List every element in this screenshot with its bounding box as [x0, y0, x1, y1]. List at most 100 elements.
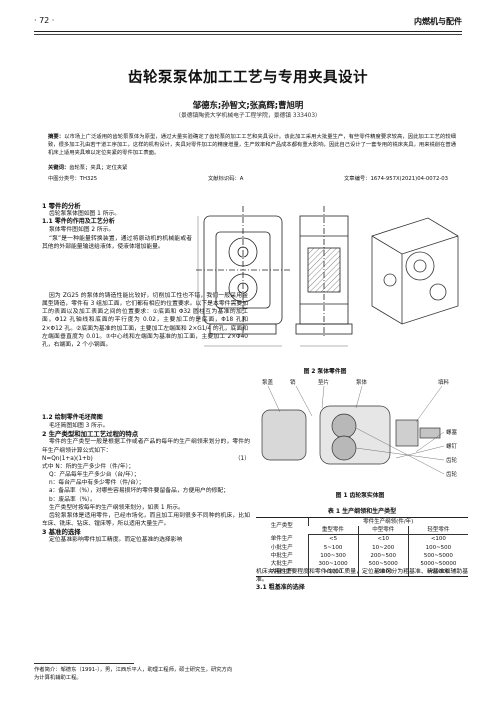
part-shaft-end: [419, 427, 441, 439]
header-rule-thin: [34, 34, 462, 35]
cell-medium: <10: [357, 534, 409, 544]
abstract-text: 以市场上广泛适用的齿轮泵泵体为原型，通过大量实验确定了齿轮泵的加工工艺和夹具设计…: [48, 134, 456, 157]
col-production-type: 生产类型: [256, 516, 308, 535]
cell-type: 小批生产: [270, 544, 293, 551]
paragraph-table-ref: 生产类型时按每年的生产纲领来划分，如表 1 所示。: [48, 504, 184, 511]
table-row: 大批生产 300~1000 500~5000 5000~50000: [256, 560, 468, 569]
cell-light: 100~500: [407, 543, 468, 552]
variable-a: a：备品率（%），对哪些容易损坏的零件要留备品，方便用户的修配；: [48, 488, 230, 495]
cell-heavy: 100~300: [307, 551, 359, 561]
section-3-1-heading: 3.1 粗基准的选择: [256, 584, 305, 592]
dimension-lines: [197, 216, 348, 347]
footnote-rule: [34, 663, 134, 664]
right-column-bottom: 机床夹具的重要程度和零件的加工质量，定位基准可分为粗基准、精基准和辅助基准。 3…: [256, 568, 468, 592]
cell-light: >50000: [407, 568, 468, 578]
cell-light: <100: [407, 534, 468, 544]
article-number: 文章编号：1674-957X(2021)04-0072-03: [344, 176, 449, 182]
clc-number: 中图分类号：TH325: [48, 176, 98, 182]
variable-Q: Q：产品每年生产多少台（台/年）；: [48, 472, 140, 479]
col-heavy: 重型零件: [308, 526, 359, 536]
callout-plug: 螺塞: [446, 430, 458, 436]
callout-packing: 填料: [438, 380, 450, 386]
callout-pump-cover: 泵盖: [262, 380, 274, 386]
table-row: 大量生产 >1000 >5000 >50000: [256, 568, 468, 578]
paragraph-pump-definition: “泵”是一种能量转换装置，通过将原动机的机械能或者其他的外部能量输送给液体，使液…: [42, 235, 192, 250]
callout-pin: 销: [290, 380, 296, 386]
left-column-mid: 因为 ZG25 的泵体的铸造性能比较好，切削加工性也不错，我们一般采用金属型铸造…: [42, 292, 248, 349]
cell-type: 大量生产: [256, 568, 308, 578]
keywords-label: 关键词：: [48, 165, 70, 171]
col-annual-output: 零件生产纲领(件/年): [307, 517, 468, 527]
cell-type: 大批生产: [270, 561, 293, 568]
cell-light: 5000~50000: [407, 560, 468, 569]
journal-name: 内燃机与配件: [414, 17, 462, 26]
cell-heavy: >1000: [307, 568, 359, 578]
section-1-2-heading: 1.2 绘制零件毛坯简图: [42, 414, 103, 421]
paragraph-surfaces: 因为 ZG25 的泵体的铸造性能比较好，切削加工性也不错，我们一般采用金属型铸造…: [42, 293, 248, 348]
part-gear-upper: [331, 413, 357, 439]
cell-medium: 500~5000: [357, 560, 409, 569]
figure-1-exploded-view: [261, 386, 444, 475]
figure-2-drawing: [196, 206, 459, 347]
formula-number: （1）: [234, 455, 250, 462]
part-body: [319, 405, 391, 465]
part-gear-lower: [331, 435, 357, 461]
callout-pump-body: 泵体: [356, 380, 368, 386]
pump-body-front-view: [196, 206, 292, 336]
paragraph-mass-production: 齿轮泵泵体是适用零件，已经市场化，而且加工用到很多不同种的机床，比如车床、铣床、…: [42, 512, 250, 528]
pump-3d-view: [371, 217, 459, 325]
cell-heavy: 5~100: [307, 543, 359, 552]
production-type-table: 生产类型 零件生产纲领(件/年) 重型零件 中型零件 轻型零件 单件生产 <5 …: [256, 516, 468, 578]
callout-gasket: 垫片: [318, 380, 330, 386]
callout-gear-1: 齿轮: [446, 458, 458, 464]
paragraph-production-type: 零件的生产类型一般是根据工作或者产品的每年的生产纲领来划分的，零件的年生产纲领计…: [42, 439, 250, 454]
figure-1-caption: 图 1 齿轮泵实体图: [335, 493, 385, 499]
col-light: 轻型零件: [407, 526, 468, 536]
callout-screw: 螺钉: [446, 444, 458, 450]
section-2-heading: 2 生产类型和加工工艺过程的特点: [42, 430, 139, 439]
cell-medium: 200~500: [357, 551, 409, 561]
section-3-heading: 3 基准的选择: [42, 528, 81, 537]
section-1-intro: 齿轮泵泵体图如图 1 所示。: [48, 211, 121, 218]
paragraph-datum: 定位基准影响零件加工精度。而定位基准的选择影响: [48, 537, 183, 544]
cell-heavy: <5: [307, 534, 359, 544]
running-header: · 72 · 内燃机与配件: [34, 16, 462, 30]
table-row: 中批生产 100~300 200~500 500~5000: [256, 551, 468, 561]
classification-line: 中图分类号：TH325 文献标识码：A 文章编号：1674-957X(2021)…: [48, 174, 456, 183]
authors: 邹德东;孙智文;张高辉;曹旭明: [192, 100, 304, 110]
col-medium: 中型零件: [357, 526, 409, 536]
document-code: 文献标识码：A: [208, 176, 244, 182]
cell-type: 单件生产: [270, 536, 293, 543]
header-rule: [34, 31, 462, 32]
part-cover: [261, 409, 307, 461]
table-row: 单件生产 <5 <10 <100: [256, 534, 468, 544]
formula-1: N=Qn(1+a)(1+b) （1）: [42, 455, 250, 463]
section-1-2-text: 毛坯简图如图 3 所示。: [48, 423, 109, 430]
paper-title: 齿轮泵泵体加工工艺与专用夹具设计: [128, 70, 368, 86]
affiliation: （景德镇陶瓷大学机械电子工程学院，景德镇 333403）: [175, 113, 321, 119]
left-column-bottom: 1.2 绘制零件毛坯简图 毛坯简图如图 3 所示。 2 生产类型和加工工艺过程的…: [42, 414, 250, 545]
variable-b: b：废品率（%）。: [48, 496, 96, 503]
cell-medium: >5000: [357, 568, 409, 578]
variable-n: n：每台产品中有多少零件（件/台）；: [48, 480, 145, 487]
part-gland: [395, 419, 419, 447]
abstract: 摘要：以市场上广泛适用的齿轮泵泵体为原型，通过大量实验确定了齿轮泵的加工工艺和夹…: [48, 133, 456, 157]
cell-light: 500~5000: [407, 551, 468, 561]
table-row: 小批生产 5~100 10~200 100~500: [256, 543, 468, 552]
paragraph-datum-types: 机床夹具的重要程度和零件的加工质量，定位基准可分为粗基准、精基准和辅助基准。: [256, 569, 468, 584]
pump-body-side-view: [295, 206, 353, 336]
section-1-1-heading: 1.1 零件的作用及工艺分析: [42, 218, 115, 226]
abstract-label: 摘要：: [48, 134, 65, 140]
formula-text: N=Qn(1+a)(1+b): [42, 455, 93, 462]
figure-2-caption: 图 2 泵体零件图: [303, 369, 347, 375]
callout-gear-2: 齿轮: [446, 472, 458, 478]
left-column-top: 1 零件的分析 齿轮泵泵体图如图 1 所示。 1.1 零件的作用及工艺分析 泵体…: [42, 202, 192, 251]
table-1-caption: 表 1 生产纲领和生产类型: [327, 508, 397, 515]
variable-N: 式中 N：所的生产多少件（件/年）；: [42, 463, 135, 470]
keywords-text: 齿轮泵；夹具；定位夹紧: [69, 165, 128, 171]
cell-heavy: 300~1000: [307, 560, 359, 569]
section-1-heading: 1 零件的分析: [42, 202, 81, 210]
cell-type: 中批生产: [270, 552, 293, 559]
keywords: 关键词：齿轮泵；夹具；定位夹紧: [48, 163, 456, 171]
page-number: · 72 ·: [34, 16, 55, 25]
